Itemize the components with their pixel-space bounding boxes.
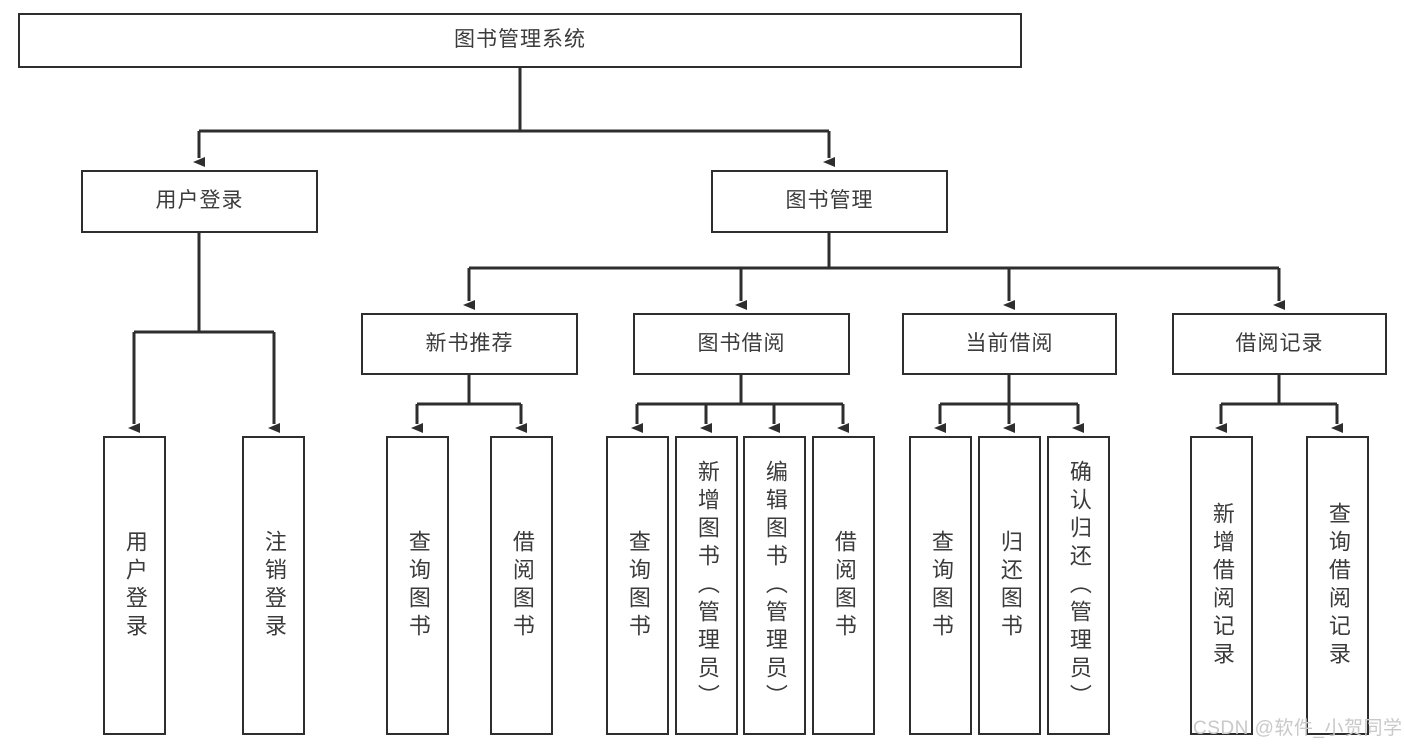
node-label: 图书借阅 — [697, 331, 786, 355]
node-leaf-borrow-books[interactable]: 借阅图书 — [812, 436, 875, 735]
node-book-management[interactable]: 图书管理 — [711, 170, 948, 233]
node-book-borrowing[interactable]: 图书借阅 — [633, 313, 850, 375]
node-user-login[interactable]: 用户登录 — [81, 170, 318, 233]
node-label: 查询借阅记录 — [1325, 501, 1351, 670]
node-label: 借阅图书 — [831, 529, 857, 642]
node-borrowing-records[interactable]: 借阅记录 — [1172, 313, 1387, 375]
node-root-book-management-system[interactable]: 图书管理系统 — [18, 13, 1022, 68]
node-label: 借阅图书 — [509, 529, 535, 642]
node-label: 用户登录 — [122, 529, 148, 642]
node-label: 查询图书 — [405, 529, 431, 642]
node-label: 注销登录 — [261, 529, 287, 642]
node-leaf-user-login[interactable]: 用户登录 — [103, 436, 166, 735]
node-label: 查询图书 — [928, 529, 954, 642]
node-current-borrowing[interactable]: 当前借阅 — [902, 313, 1117, 375]
node-label: 用户登录 — [155, 189, 244, 213]
node-label: 新增借阅记录 — [1209, 501, 1235, 670]
node-label: 新增图书（管理员） — [694, 459, 720, 712]
node-label: 新书推荐 — [425, 331, 514, 355]
node-leaf-query-books-current[interactable]: 查询图书 — [909, 436, 972, 735]
node-label: 当前借阅 — [965, 331, 1054, 355]
node-leaf-edit-book-admin[interactable]: 编辑图书（管理员） — [743, 436, 806, 735]
node-leaf-query-borrow-record[interactable]: 查询借阅记录 — [1306, 436, 1369, 735]
node-label: 归还图书 — [997, 529, 1023, 642]
node-leaf-confirm-return-admin[interactable]: 确认归还（管理员） — [1047, 436, 1110, 735]
node-leaf-add-borrow-record[interactable]: 新增借阅记录 — [1190, 436, 1253, 735]
node-leaf-query-books-borrow[interactable]: 查询图书 — [606, 436, 669, 735]
node-label: 借阅记录 — [1235, 331, 1324, 355]
node-label: 查询图书 — [625, 529, 651, 642]
node-leaf-query-books-rec[interactable]: 查询图书 — [386, 436, 449, 735]
node-label: 编辑图书（管理员） — [762, 459, 788, 712]
node-label: 确认归还（管理员） — [1066, 459, 1092, 712]
csdn-watermark: CSDN @软件_小贺同学 — [1193, 718, 1403, 739]
node-leaf-return-books[interactable]: 归还图书 — [978, 436, 1041, 735]
node-leaf-borrow-books-rec[interactable]: 借阅图书 — [490, 436, 553, 735]
node-leaf-logout[interactable]: 注销登录 — [242, 436, 305, 735]
node-label: 图书管理系统 — [454, 28, 586, 52]
node-label: 图书管理 — [785, 189, 874, 213]
node-new-book-recommendation[interactable]: 新书推荐 — [361, 313, 578, 375]
node-leaf-add-book-admin[interactable]: 新增图书（管理员） — [675, 436, 738, 735]
